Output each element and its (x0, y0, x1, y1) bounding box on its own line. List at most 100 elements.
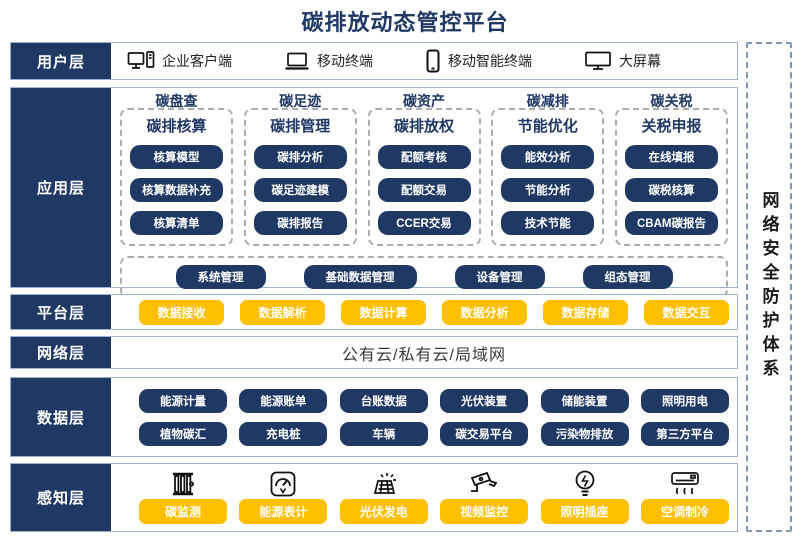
desktop-client-icon (127, 50, 155, 72)
platform-chip: 数据交互 (644, 299, 729, 325)
app-module-box: 关税申报 在线填报 碳税核算 CBAM碳报告 (615, 108, 728, 246)
big-screen-icon (584, 50, 612, 72)
platform-layer-label: 平台层 (11, 295, 111, 329)
app-module-title: 碳排核算 (146, 118, 207, 135)
user-item: 企业客户端 (127, 50, 232, 72)
energy-meter-icon (268, 469, 298, 499)
app-item-chip: 技术节能 (501, 211, 595, 235)
data-layer-rows: 能源计量 能源账单 台账数据 光伏装置 储能装置 照明用电 植物碳汇 充电桩 车… (111, 378, 737, 456)
app-item-chip: 核算数据补充 (130, 178, 223, 202)
app-item-chip: 碳排报告 (253, 211, 347, 235)
app-column-carbon-tariff: 碳关税 关税申报 在线填报 碳税核算 CBAM碳报告 (615, 91, 728, 246)
network-layer-row: 网络层 公有云/私有云/局域网 (10, 336, 738, 369)
perception-chip: 视频监控 (440, 499, 529, 524)
security-system-sidebar: 网络安全防护体系 (746, 42, 792, 532)
data-source-chip: 污染物排放 (540, 421, 629, 446)
perception-item: 碳监测 (139, 469, 227, 524)
smartphone-icon (425, 49, 441, 73)
data-layer-body: 能源计量 能源账单 台账数据 光伏装置 储能装置 照明用电 植物碳汇 充电桩 车… (111, 378, 737, 456)
app-module-box: 节能优化 能效分析 节能分析 技术节能 (491, 108, 605, 246)
app-item-chip: 在线填报 (625, 145, 718, 169)
perception-item: 能源表计 (239, 469, 328, 524)
common-module-chip: 设备管理 (454, 265, 545, 289)
common-module-chip: 基础数据管理 (303, 265, 417, 289)
user-item-label: 移动终端 (317, 53, 373, 69)
app-category-title: 碳减排 (526, 93, 569, 109)
app-item-chip: 能效分析 (501, 145, 595, 169)
platform-chip: 数据分析 (442, 299, 527, 325)
app-column-carbon-reduction: 碳减排 节能优化 能效分析 节能分析 技术节能 (491, 91, 605, 246)
app-item-chip: 配额考核 (377, 145, 471, 169)
app-item-chip: 碳足迹建模 (253, 178, 347, 202)
application-layer-label: 应用层 (11, 88, 111, 287)
app-module-box: 碳排核算 核算模型 核算数据补充 核算清单 (120, 108, 233, 246)
data-source-chip: 车辆 (339, 421, 428, 446)
perception-item: 视频监控 (440, 469, 529, 524)
data-layer-row-2: 植物碳汇 充电桩 车辆 碳交易平台 污染物排放 第三方平台 (111, 421, 737, 446)
platform-items: 数据接收 数据解析 数据计算 数据分析 数据存储 数据交互 (111, 295, 737, 329)
security-system-label: 网络安全防护体系 (759, 191, 779, 383)
perception-layer-body: 碳监测 能源表计 (111, 464, 737, 531)
data-source-chip: 碳交易平台 (440, 421, 529, 446)
user-item: 移动终端 (284, 50, 373, 72)
perception-item: 照明插座 (540, 469, 629, 524)
lighting-socket-icon (572, 469, 598, 499)
app-column-carbon-inventory: 碳盘查 碳排核算 核算模型 核算数据补充 核算清单 (120, 91, 233, 246)
platform-layer-row: 平台层 数据接收 数据解析 数据计算 数据分析 数据存储 数据交互 (10, 294, 738, 330)
data-source-chip: 充电桩 (239, 421, 328, 446)
perception-items: 碳监测 能源表计 (111, 464, 737, 531)
platform-chip: 数据接收 (139, 299, 224, 325)
app-item-chip: 节能分析 (501, 178, 595, 202)
network-layer-body: 公有云/私有云/局域网 (111, 337, 737, 368)
user-item-label: 大屏幕 (619, 53, 661, 69)
app-column-carbon-footprint: 碳足迹 碳排管理 碳排分析 碳足迹建模 碳排报告 (243, 91, 357, 246)
app-item-chip: 碳排分析 (253, 145, 347, 169)
data-layer-row: 数据层 能源计量 能源账单 台账数据 光伏装置 储能装置 照明用电 植物碳汇 充… (10, 377, 738, 457)
cctv-camera-icon (468, 469, 500, 499)
user-items: 企业客户端 移动终端 (111, 43, 737, 79)
app-item-chip: 核算清单 (130, 211, 223, 235)
network-layer-label: 网络层 (11, 337, 111, 368)
user-item-label: 企业客户端 (162, 53, 232, 69)
app-item-chip: 碳税核算 (625, 178, 718, 202)
data-source-chip: 储能装置 (540, 388, 629, 413)
app-module-title: 节能优化 (517, 118, 578, 135)
platform-chip: 数据解析 (240, 299, 325, 325)
data-source-chip: 能源账单 (239, 388, 328, 413)
app-item-chip: 核算模型 (130, 145, 223, 169)
app-module-title: 碳排放权 (393, 118, 454, 135)
app-category-title: 碳盘查 (155, 93, 198, 109)
common-module-chip: 系统管理 (175, 265, 266, 289)
perception-chip: 碳监测 (139, 499, 227, 524)
application-layer-row: 应用层 碳盘查 碳排核算 核算模型 核算数据补充 核算清单 碳足迹 碳排管理 (10, 87, 738, 298)
user-layer-row: 用户层 企业客户端 (10, 42, 738, 80)
data-source-chip: 第三方平台 (640, 421, 729, 446)
common-module-chip: 组态管理 (582, 265, 673, 289)
carbon-monitor-icon (168, 469, 198, 499)
data-source-chip: 能源计量 (139, 388, 227, 413)
app-column-carbon-asset: 碳资产 碳排放权 配额考核 配额交易 CCER交易 (367, 91, 481, 246)
laptop-icon (284, 50, 310, 72)
app-module-box: 碳排放权 配额考核 配额交易 CCER交易 (367, 108, 481, 246)
perception-chip: 空调制冷 (640, 499, 729, 524)
perception-item: 空调制冷 (640, 469, 729, 524)
app-item-chip: CBAM碳报告 (625, 211, 718, 235)
user-item: 大屏幕 (584, 50, 661, 72)
application-layer-body: 碳盘查 碳排核算 核算模型 核算数据补充 核算清单 碳足迹 碳排管理 碳排分析 … (111, 88, 737, 298)
solar-power-icon (369, 469, 399, 499)
perception-chip: 照明插座 (540, 499, 629, 524)
perception-layer-row: 感知层 碳监测 (10, 463, 738, 532)
user-item: 移动智能终端 (425, 49, 532, 73)
platform-chip: 数据存储 (543, 299, 628, 325)
perception-layer-label: 感知层 (11, 464, 111, 531)
app-category-title: 碳资产 (403, 93, 445, 109)
application-columns: 碳盘查 碳排核算 核算模型 核算数据补充 核算清单 碳足迹 碳排管理 碳排分析 … (111, 88, 737, 246)
app-common-modules-box: 系统管理 基础数据管理 设备管理 组态管理 (120, 256, 728, 298)
user-layer-body: 企业客户端 移动终端 (111, 43, 737, 79)
app-item-chip: 配额交易 (377, 178, 471, 202)
perception-item: 光伏发电 (339, 469, 428, 524)
page-title: 碳排放动态管控平台 (301, 10, 509, 35)
data-layer-row-1: 能源计量 能源账单 台账数据 光伏装置 储能装置 照明用电 (111, 388, 737, 413)
platform-chip: 数据计算 (341, 299, 426, 325)
